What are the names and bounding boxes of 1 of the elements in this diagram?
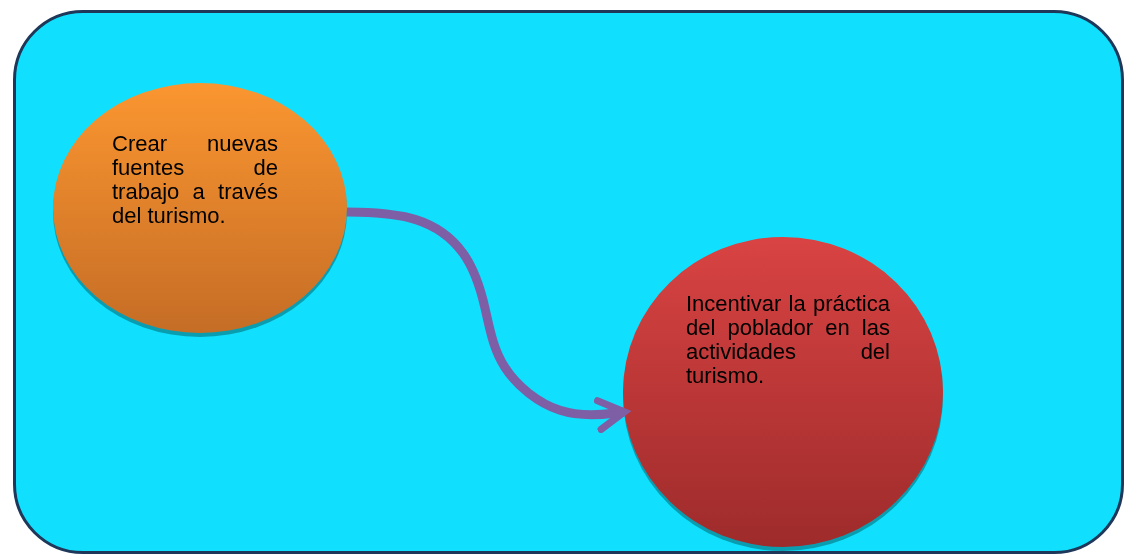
rounded-panel	[13, 10, 1124, 554]
